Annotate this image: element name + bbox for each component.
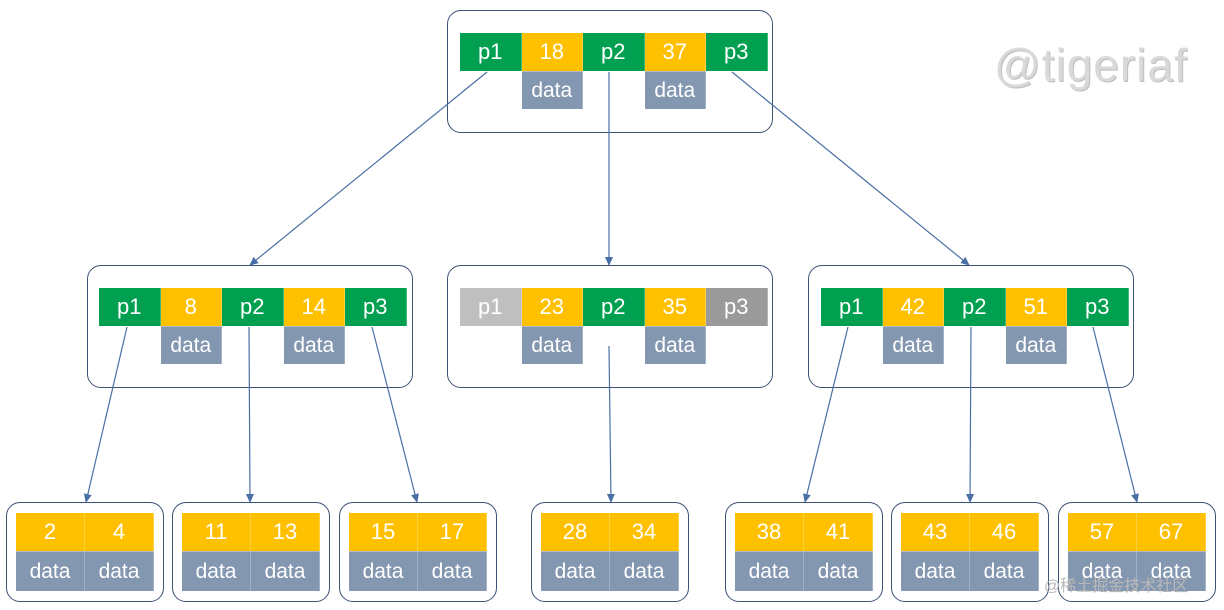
leaf-node-2-data-2: data xyxy=(251,551,320,591)
watermark-text: @tigeriaf xyxy=(994,39,1188,91)
leaf-node-5-data-2: data xyxy=(804,551,873,591)
root-node-data-1: data xyxy=(521,71,583,109)
leaf-node-7-data-1: data xyxy=(1068,551,1137,591)
leaf-node-4-key-2: 34 xyxy=(610,513,679,551)
internal-node-2-pointer-3: p3 xyxy=(706,288,768,326)
edge-internal1-p1 xyxy=(83,326,128,503)
internal-node-3-key-1: 42 xyxy=(882,288,944,326)
leaf-node-1-key-1: 2 xyxy=(16,513,85,551)
internal-node-2-frame xyxy=(447,265,773,388)
leaf-node-3-data-2: data xyxy=(418,551,487,591)
leaf-node-6-key-1: 43 xyxy=(901,513,970,551)
leaf-node-2-data-1: data xyxy=(182,551,251,591)
root-node-pointer-3: p3 xyxy=(706,33,768,71)
edge-internal3-p2 xyxy=(966,326,975,503)
internal-node-1-data-1: data xyxy=(160,326,222,364)
internal-node-1-pointer-1: p1 xyxy=(99,288,161,326)
internal-node-3-pointer-1: p1 xyxy=(821,288,883,326)
edge-root-p1 xyxy=(249,71,488,266)
leaf-node-4-key-1: 28 xyxy=(541,513,610,551)
internal-node-2-pointer-2: p2 xyxy=(583,288,645,326)
root-node-key-2: 37 xyxy=(644,33,706,71)
internal-node-1-key-1: 8 xyxy=(160,288,222,326)
root-node-pointer-2: p2 xyxy=(583,33,645,71)
internal-node-2-data-1: data xyxy=(521,326,583,364)
edge-internal1-p3 xyxy=(371,326,419,503)
leaf-node-5-key-2: 41 xyxy=(804,513,873,551)
leaf-node-7-key-1: 57 xyxy=(1068,513,1137,551)
internal-node-1-frame xyxy=(87,265,413,388)
leaf-node-1-key-2: 4 xyxy=(85,513,154,551)
internal-node-3-pointer-2: p2 xyxy=(944,288,1006,326)
internal-node-3-data-1: data xyxy=(882,326,944,364)
internal-node-2-key-1: 23 xyxy=(521,288,583,326)
internal-node-3-data-2: data xyxy=(1005,326,1067,364)
footer-watermark: @稀土掘金技术社区 xyxy=(1044,578,1189,595)
internal-node-2-data-2: data xyxy=(644,326,706,364)
leaf-node-5-data-1: data xyxy=(735,551,804,591)
leaf-node-2-key-1: 11 xyxy=(182,513,251,551)
edge-root-p3 xyxy=(731,71,970,266)
leaf-node-6-data-1: data xyxy=(901,551,970,591)
leaf-node-3-key-2: 17 xyxy=(418,513,487,551)
root-node-data-2: data xyxy=(644,71,706,109)
leaf-node-4-data-1: data xyxy=(541,551,610,591)
internal-node-3-key-2: 51 xyxy=(1005,288,1067,326)
leaf-node-4-data-2: data xyxy=(610,551,679,591)
internal-node-1-data-2: data xyxy=(283,326,345,364)
leaf-node-7-key-2: 67 xyxy=(1137,513,1206,551)
leaf-node-1-data-1: data xyxy=(16,551,85,591)
internal-node-2-key-2: 35 xyxy=(644,288,706,326)
internal-node-2-pointer-1: p1 xyxy=(460,288,522,326)
edge-internal3-p3 xyxy=(1092,326,1139,503)
leaf-node-5-key-1: 38 xyxy=(735,513,804,551)
leaf-node-3-key-1: 15 xyxy=(349,513,418,551)
leaf-node-7-data-2: data xyxy=(1137,551,1206,591)
leaf-node-1-data-2: data xyxy=(85,551,154,591)
leaf-node-2-key-2: 13 xyxy=(251,513,320,551)
leaf-node-6-data-2: data xyxy=(970,551,1039,591)
leaf-node-6-key-2: 46 xyxy=(970,513,1039,551)
leaf-node-3-data-1: data xyxy=(349,551,418,591)
internal-node-3-pointer-3: p3 xyxy=(1067,288,1129,326)
root-node-frame xyxy=(447,10,773,133)
root-node-pointer-1: p1 xyxy=(460,33,522,71)
edge-internal3-p1 xyxy=(803,326,849,503)
internal-node-1-pointer-2: p2 xyxy=(222,288,284,326)
root-node-key-1: 18 xyxy=(521,33,583,71)
edge-internal2-p2 xyxy=(606,345,615,503)
internal-node-1-pointer-3: p3 xyxy=(345,288,407,326)
edge-internal1-p2 xyxy=(245,326,254,503)
internal-node-1-key-2: 14 xyxy=(283,288,345,326)
